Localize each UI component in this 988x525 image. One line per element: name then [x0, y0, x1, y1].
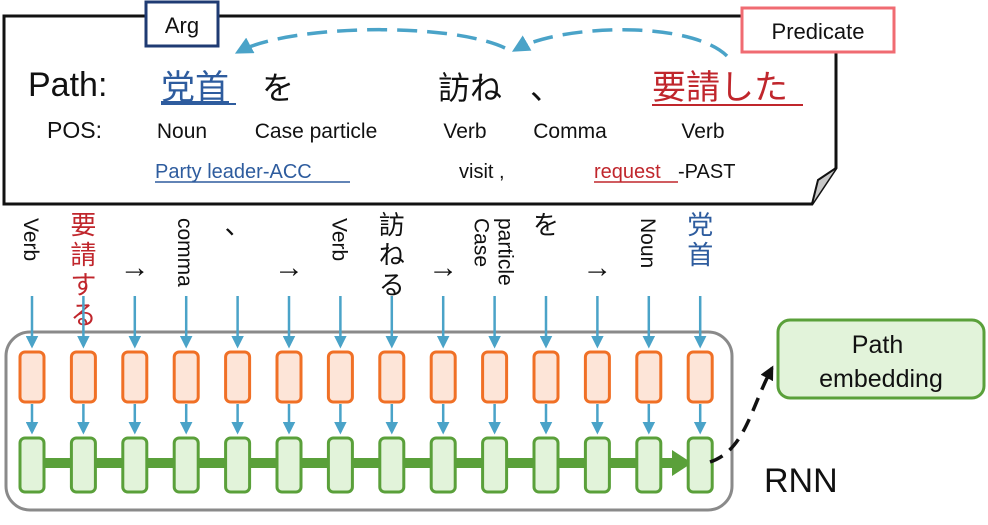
sequence-column: 、 [224, 211, 252, 494]
sequence-word-char: 党 [687, 211, 713, 241]
embedding-cell [481, 350, 509, 404]
sequence-word-char: 要 [70, 211, 96, 241]
sequence-pos-token: Verb [327, 218, 350, 261]
rnn-cell [635, 436, 663, 494]
pos-verb-1: Verb [443, 120, 486, 143]
predicate-label: Predicate [772, 19, 865, 44]
rnn-cell [275, 436, 303, 494]
sequence-column: comma [172, 218, 200, 494]
sequence-column: Verb [326, 218, 354, 494]
embedding-cell [635, 350, 663, 404]
path-embedding-box: Path embedding [776, 318, 986, 400]
embedding-cell [18, 350, 46, 404]
arc-predicate-to-verb [511, 28, 729, 58]
embedding-cell [172, 350, 200, 404]
pos-verb-2: Verb [681, 120, 724, 143]
rnn-cell [18, 436, 46, 494]
embedding-cell [224, 350, 252, 404]
pos-label: POS: [47, 117, 102, 143]
embedding-cell [686, 350, 714, 404]
sequence-word-char: ね [379, 241, 405, 271]
path-token-comma: 、 [530, 69, 562, 107]
gloss-mid: visit , [459, 161, 505, 183]
rnn-cell [224, 436, 252, 494]
path-panel [2, 14, 838, 206]
embedding-cell [69, 350, 97, 404]
sequence-arrow-token: → [120, 251, 150, 284]
sequence-column: → [120, 251, 150, 494]
sequence-pos-token: Noun [636, 218, 659, 268]
predicate-box: Predicate [740, 6, 896, 54]
sequence-word-char: 訪 [379, 211, 405, 241]
embedding-cell [326, 350, 354, 404]
sequence-word-char: を [533, 211, 559, 241]
sequence-column: 党首 [686, 211, 714, 494]
rnn-cell [686, 436, 714, 494]
rnn-cell [429, 436, 457, 494]
rnn-container [4, 330, 734, 512]
pos-noun: Noun [157, 120, 207, 143]
sequence-pos-token: Case [470, 218, 493, 267]
path-token-wo: を [262, 69, 294, 107]
path-token-arg: 党首 [161, 68, 229, 108]
rnn-cell [172, 436, 200, 494]
rnn-label: RNN [764, 462, 838, 500]
embedding-cell [583, 350, 611, 404]
sequence-column: 訪ねる [378, 211, 406, 494]
embedding-cell [378, 350, 406, 404]
dependency-arcs [234, 27, 729, 58]
embedding-cell [275, 350, 303, 404]
path-embedding-label: Path embedding [819, 331, 943, 393]
embedding-cell [121, 350, 149, 404]
sequence-word-char: 、 [225, 211, 251, 241]
rnn-cell [481, 436, 509, 494]
gloss-arg: Party leader-ACC [155, 161, 312, 183]
embedding-cell [532, 350, 560, 404]
sequence-word-char: 首 [687, 241, 713, 271]
sequence-column: → [274, 251, 304, 494]
arg-label: Arg [165, 13, 199, 38]
sequence-arrow-token: → [582, 251, 612, 284]
sequence-pos-token: Verb [19, 218, 42, 261]
rnn-cell [378, 436, 406, 494]
arg-box: Arg [144, 0, 220, 48]
sequence-column: を [532, 211, 560, 494]
sequence-column: Noun [635, 218, 663, 494]
rnn-cell [532, 436, 560, 494]
path-token-tazune: 訪ね [438, 69, 502, 107]
sequence-column: → [428, 251, 458, 494]
sequence-pos-token: comma [173, 218, 196, 287]
sequence-column: → [582, 251, 612, 494]
gloss-pred-request: request [594, 161, 661, 183]
rnn-cell [583, 436, 611, 494]
gloss-pred-suffix: -PAST [678, 161, 735, 183]
path-label: Path: [28, 66, 107, 104]
arc-verb-to-arg [234, 27, 506, 54]
rnn-cell [121, 436, 149, 494]
sequence-word-char: 請 [70, 241, 96, 271]
pos-comma: Comma [533, 120, 607, 143]
sequence-arrow-token: → [428, 251, 458, 284]
rnn-cell [69, 436, 97, 494]
rnn-cell [326, 436, 354, 494]
output-arrow [709, 365, 774, 464]
sequence-pos-token: particle [494, 218, 517, 286]
sequence-column: Verb [18, 218, 46, 494]
recurrence-arrow [35, 450, 692, 476]
pos-case-particle: Case particle [255, 120, 378, 143]
sequence-arrow-token: → [274, 251, 304, 284]
path-token-pred: 要請した [652, 68, 788, 108]
embedding-cell [429, 350, 457, 404]
